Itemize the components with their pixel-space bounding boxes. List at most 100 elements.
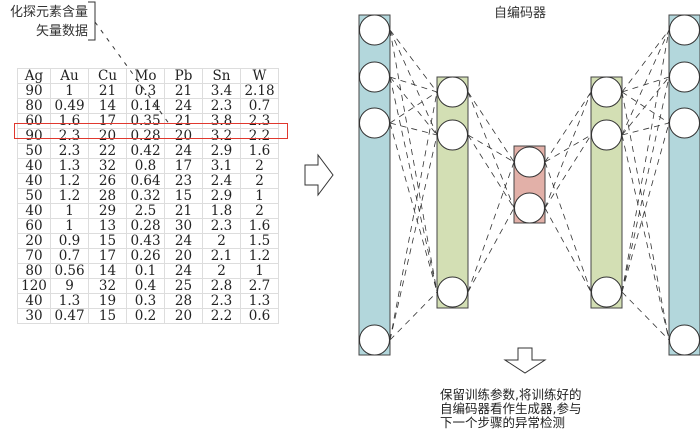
neuron-node [437, 119, 468, 151]
table-cell: 17 [164, 158, 203, 174]
label-bracket [88, 1, 96, 41]
table-cell: 90 [17, 128, 51, 144]
table-cell: 40 [17, 203, 51, 219]
connection-line [389, 76, 438, 93]
neuron-node [591, 119, 622, 151]
autoencoder-title: 自编码器 [493, 6, 546, 21]
connection-line [621, 76, 670, 293]
table-cell: 26 [88, 173, 127, 189]
connection-line [467, 134, 515, 209]
connection-line [544, 134, 592, 209]
table-cell: 0.35 [126, 113, 165, 129]
neuron-node [359, 324, 390, 356]
table-cell: 1.6 [50, 113, 89, 129]
table-cell: 23 [164, 173, 203, 189]
neuron-node [591, 276, 622, 308]
table-cell: 2.7 [240, 278, 279, 294]
table-cell: 2.3 [240, 113, 279, 129]
highlight-row-box [14, 123, 288, 139]
table-cell: 1.2 [50, 188, 89, 204]
connection-line [544, 134, 592, 163]
connection-line [389, 91, 438, 341]
table-cell: 0.64 [126, 173, 165, 189]
table-cell: 2.3 [202, 98, 241, 114]
note-line: 自编码器看作生成器,参与 [440, 401, 582, 416]
table-cell: 25 [164, 278, 203, 294]
table-cell: 20 [164, 128, 203, 144]
connection-line [621, 91, 670, 124]
neuron-node [669, 107, 700, 139]
connection-line [467, 134, 515, 163]
input-label-line: 化探元素含量 [9, 5, 88, 20]
connection-line [467, 91, 515, 209]
table-cell: 1.2 [50, 173, 89, 189]
table-cell: 0.8 [126, 158, 165, 174]
input-label: 化探元素含量 矢量数据 [0, 3, 88, 41]
table-cell: 29 [88, 203, 127, 219]
neuron-node [514, 146, 545, 178]
connection-line [544, 207, 592, 293]
table-cell: 50 [17, 143, 51, 159]
neuron-node [437, 76, 468, 108]
connection-line [621, 29, 670, 293]
table-cell: 30 [17, 308, 51, 324]
table-cell: 21 [164, 203, 203, 219]
connection-line [621, 76, 670, 136]
connection-line [389, 76, 438, 293]
connection-line [389, 122, 438, 136]
table-cell: 30 [164, 218, 203, 234]
table-cell: 2.2 [202, 308, 241, 324]
connection-line [389, 29, 438, 136]
leader-line [94, 21, 171, 126]
connection-line [389, 122, 438, 293]
table-cell: 1.3 [50, 158, 89, 174]
table-cell: 1.6 [240, 218, 279, 234]
connection-line [621, 29, 670, 93]
table-cell: 0.47 [50, 308, 89, 324]
connection-line [621, 122, 670, 136]
connection-line [621, 91, 670, 341]
table-cell: 0.7 [50, 248, 89, 264]
connection-line [389, 91, 438, 124]
table-cell: 28 [164, 293, 203, 309]
connection-line [544, 161, 592, 293]
neuron-node [514, 192, 545, 224]
input-label-line: 矢量数据 [35, 24, 88, 39]
table-cell: 3.2 [202, 128, 241, 144]
table-cell: 20 [164, 308, 203, 324]
neuron-node [437, 276, 468, 308]
neuron-node [669, 324, 700, 356]
right-arrow-icon [304, 153, 334, 197]
neuron-node [359, 107, 390, 139]
table-cell: 0.6 [240, 308, 279, 324]
connection-line [389, 76, 438, 136]
table-cell: 2.8 [202, 278, 241, 294]
connection-line [544, 91, 592, 163]
connection-line [389, 29, 438, 293]
table-cell: 0.32 [126, 188, 165, 204]
neuron-node [669, 61, 700, 93]
connection-line [467, 161, 515, 293]
connection-line [621, 134, 670, 341]
table-cell: 2.18 [240, 83, 279, 99]
neuron-node [359, 14, 390, 46]
note-line: 保留训练参数,将训练好的 [440, 387, 582, 402]
table-cell: 2.3 [202, 293, 241, 309]
connection-line [389, 29, 438, 93]
neuron-node [669, 14, 700, 46]
table-cell: 3.8 [202, 113, 241, 129]
table-cell: 1.6 [240, 143, 279, 159]
connection-line [389, 291, 438, 341]
